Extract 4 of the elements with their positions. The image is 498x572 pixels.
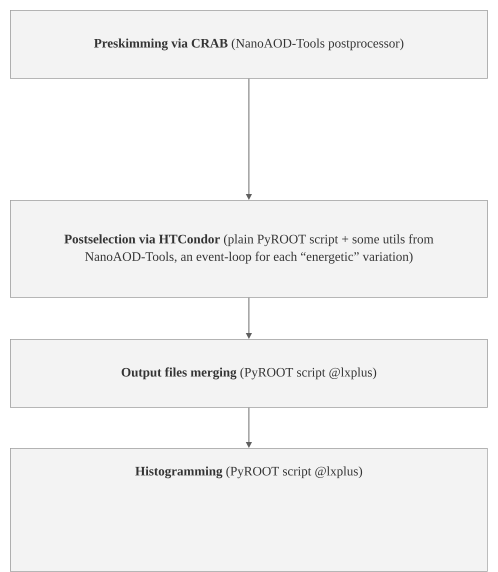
process-box: Histogramming (PyROOT script @lxplus) [10, 448, 488, 572]
process-box: Preskimming via CRAB (NanoAOD-Tools postprocessor) [10, 10, 488, 79]
process-box: Output files merging (PyROOT script @lxplus) [10, 339, 488, 408]
process-box: Postselection via HTCondor (plain PyROOT script + some utils from NanoAOD-Tools, an event-loop for each “energetic” variation) [10, 200, 488, 298]
